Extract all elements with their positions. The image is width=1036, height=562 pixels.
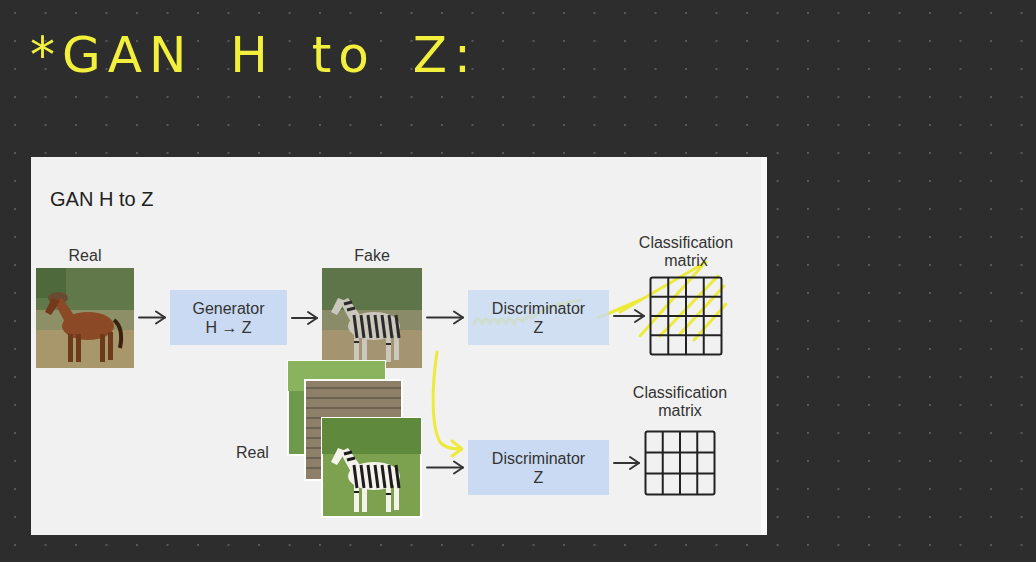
image-caption: Real	[236, 444, 282, 462]
flow-arrow	[614, 310, 644, 322]
image-label: Real	[36, 247, 134, 265]
classification-matrix: Classification matrix	[626, 234, 746, 356]
photo-illustration	[36, 268, 134, 368]
flow-arrow	[292, 312, 317, 324]
discriminator-box: DiscriminatorZ	[468, 290, 609, 345]
classification-matrix: Classification matrix	[625, 384, 735, 496]
image-label: Classification matrix	[625, 384, 735, 420]
real-zebra-images: Real	[236, 360, 422, 518]
flow-arrow	[427, 312, 463, 324]
discriminator-box: DiscriminatorZ	[468, 440, 609, 495]
image-label: Classification matrix	[626, 234, 746, 270]
slide-title: GAN H to Z	[50, 188, 153, 211]
photo-illustration	[287, 360, 422, 518]
handwritten-heading: *GAN H to Z:	[30, 26, 478, 84]
fake-zebra-image: Fake	[322, 247, 422, 368]
photo-illustration	[322, 268, 422, 368]
grid-shape	[649, 276, 723, 356]
image-label: Real	[236, 444, 282, 462]
box-label: Z	[534, 318, 544, 337]
flow-arrow	[139, 312, 165, 324]
box-label: Discriminator	[492, 449, 585, 468]
grid-shape	[644, 430, 716, 496]
box-label: Discriminator	[492, 299, 585, 318]
image-caption: Real	[36, 247, 134, 265]
generator-box: GeneratorH → Z	[170, 290, 287, 345]
image-caption: Classification matrix	[625, 384, 735, 420]
real-horse-image: Real	[36, 247, 134, 368]
image-label: Fake	[322, 247, 422, 265]
flow-arrow	[614, 457, 639, 469]
box-label: Generator	[192, 299, 264, 318]
slide-edge	[761, 157, 767, 535]
box-label: Z	[534, 468, 544, 487]
flow-arrow	[427, 462, 463, 474]
image-caption: Fake	[322, 247, 422, 265]
box-label: H → Z	[205, 318, 251, 337]
image-caption: Classification matrix	[626, 234, 746, 270]
